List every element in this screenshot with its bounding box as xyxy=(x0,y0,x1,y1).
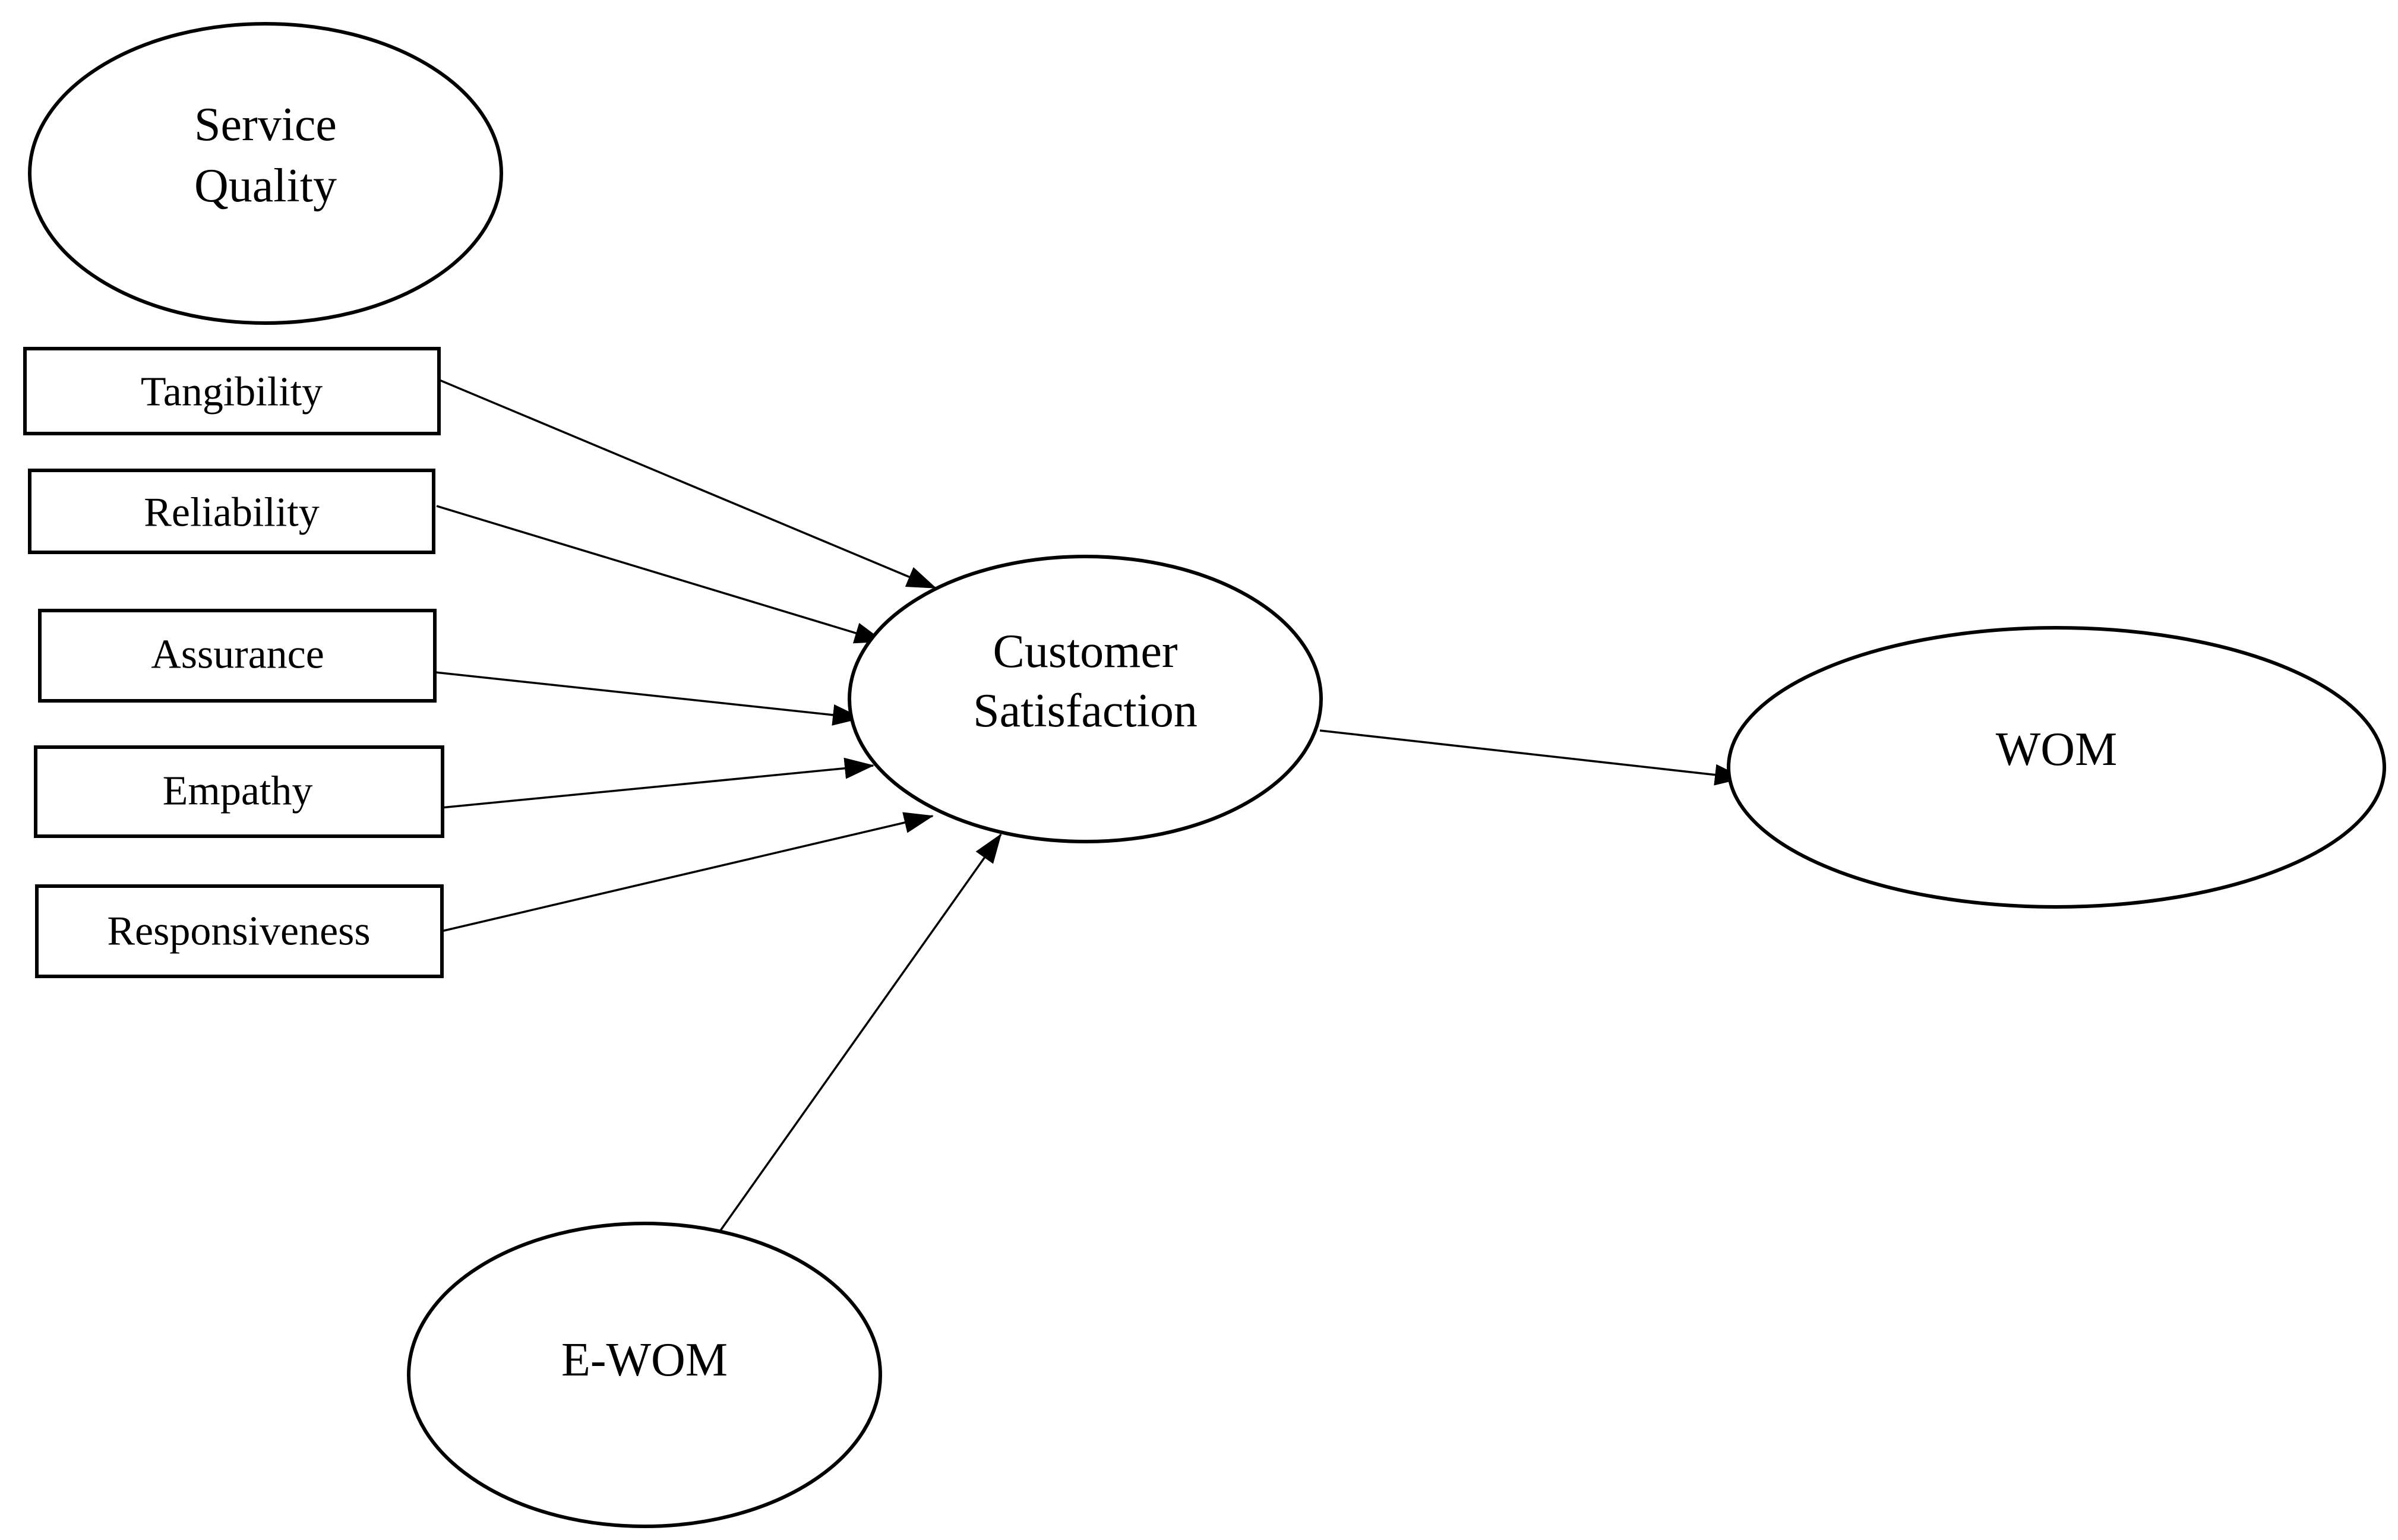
node-reliability: Reliability xyxy=(28,469,435,554)
edges xyxy=(435,379,1745,1242)
edge-responsiveness-to-customer-satisfaction xyxy=(441,812,934,932)
assurance-box xyxy=(38,609,437,703)
node-assurance: Assurance xyxy=(38,609,437,703)
reliability-box xyxy=(28,469,435,554)
reliability-label: Reliability xyxy=(144,490,320,536)
node-customer-satisfaction: Customer Satisfaction xyxy=(848,555,1323,843)
customer-satisfaction-label-line1: Customer xyxy=(993,625,1177,678)
edge-ewom-to-customer-satisfaction xyxy=(712,833,1002,1242)
service-quality-ellipse xyxy=(28,22,503,325)
node-empathy: Empathy xyxy=(34,745,444,838)
tangibility-label: Tangibility xyxy=(141,369,323,415)
ewom-label: E-WOM xyxy=(561,1334,728,1386)
responsiveness-label: Responsiveness xyxy=(107,909,370,954)
ewom-ellipse xyxy=(407,1222,882,1528)
edge-tangibility-to-customer-satisfaction xyxy=(439,379,937,589)
edge-empathy-to-customer-satisfaction xyxy=(441,757,874,809)
node-service-quality: Service Quality xyxy=(28,22,503,325)
edge-assurance-to-customer-satisfaction xyxy=(435,671,862,726)
customer-satisfaction-ellipse xyxy=(848,555,1323,843)
edge-customer-satisfaction-to-wom xyxy=(1319,729,1745,786)
wom-label: WOM xyxy=(1996,723,2117,776)
tangibility-box xyxy=(23,347,441,435)
wom-ellipse xyxy=(1727,626,2386,909)
service-quality-label-line1: Service xyxy=(194,99,337,151)
customer-satisfaction-label-line2: Satisfaction xyxy=(973,685,1198,737)
edge-reliability-to-customer-satisfaction xyxy=(436,505,884,644)
node-responsiveness: Responsiveness xyxy=(35,884,444,978)
service-quality-label-line2: Quality xyxy=(194,160,337,212)
empathy-box xyxy=(34,745,444,838)
empathy-label: Empathy xyxy=(163,769,313,814)
assurance-label: Assurance xyxy=(151,632,324,678)
node-wom: WOM xyxy=(1727,626,2386,909)
node-tangibility: Tangibility xyxy=(23,347,441,435)
node-ewom: E-WOM xyxy=(407,1222,882,1528)
responsiveness-box xyxy=(35,884,444,978)
